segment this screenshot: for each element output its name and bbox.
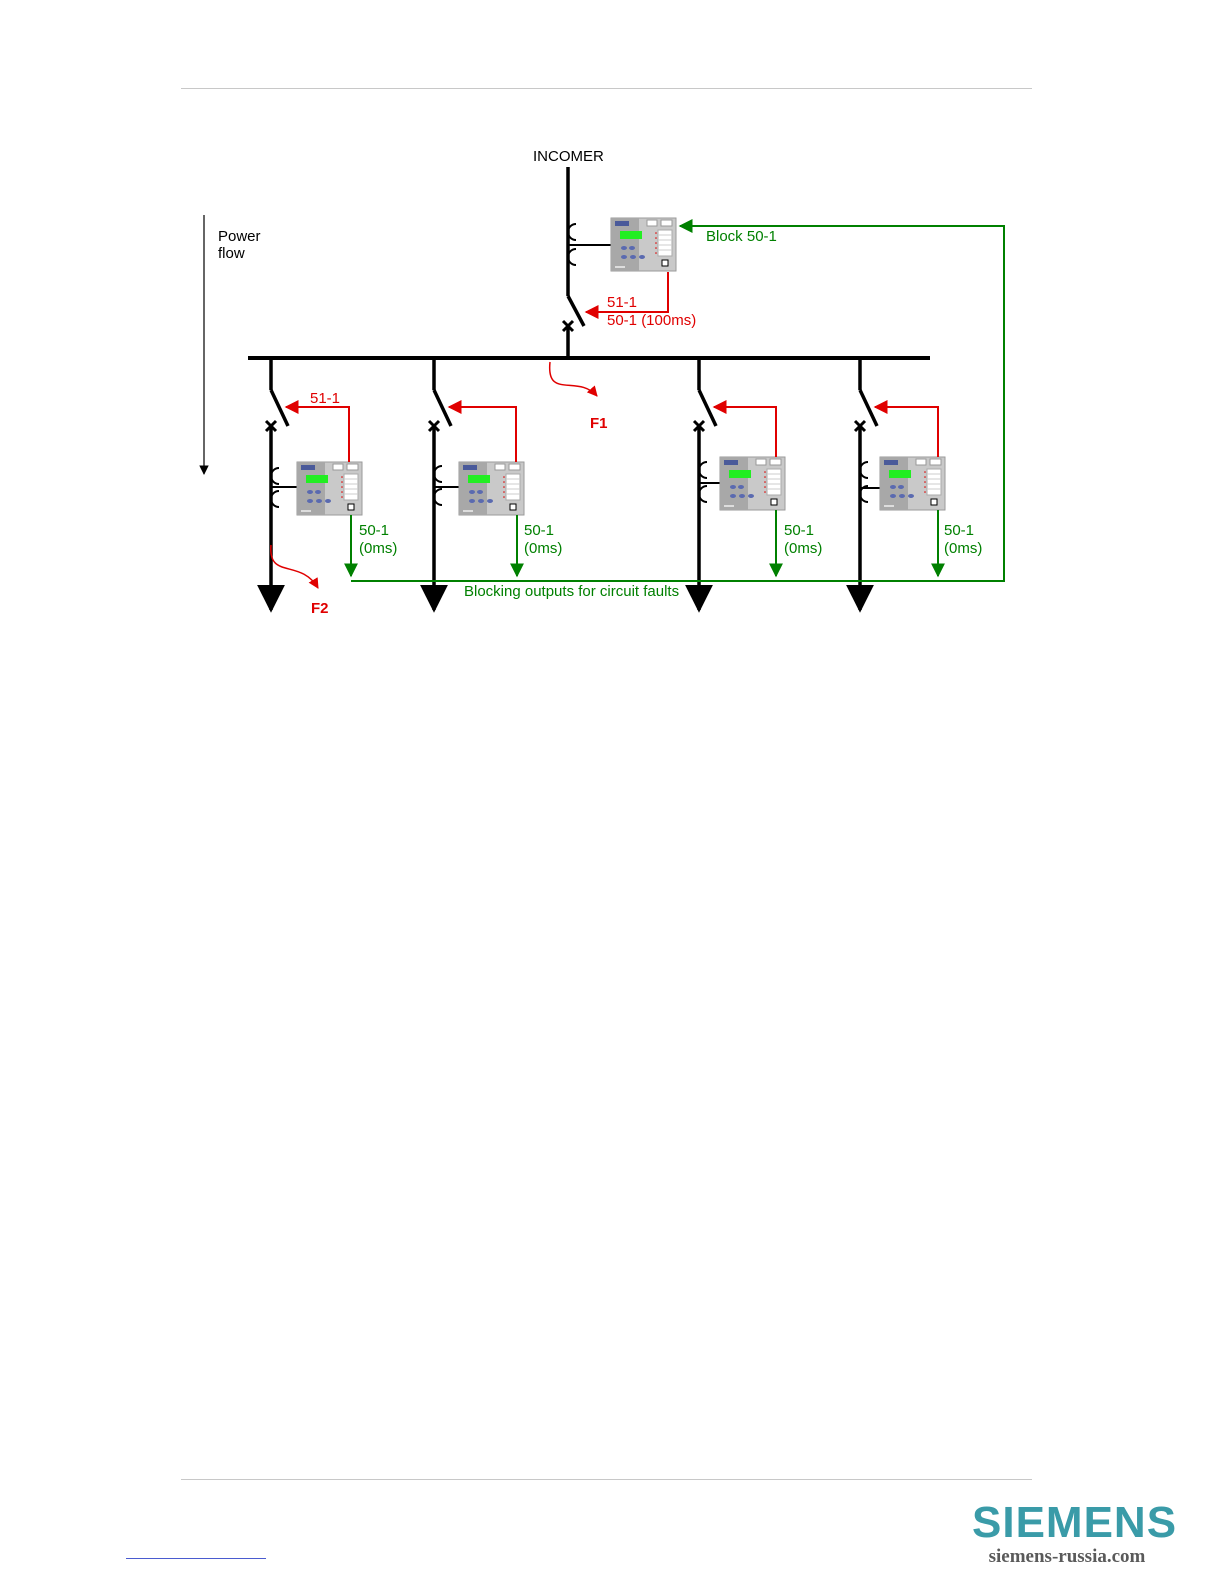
feeder-1-block-label-2: (0ms) [359, 540, 397, 557]
fault-f1-label: F1 [590, 415, 608, 432]
incomer-trip-label-1: 51-1 [607, 294, 637, 311]
feeder-4-block-label-2: (0ms) [944, 540, 982, 557]
feeder-3-block-label-1: 50-1 [784, 522, 814, 539]
feeder-1-block-label-1: 50-1 [359, 522, 389, 539]
siemens-logo: SIEMENS siemens-russia.com [972, 1500, 1162, 1568]
incomer-trip-label-2: 50-1 (100ms) [607, 312, 696, 329]
power-flow-label: Power [218, 228, 261, 245]
logo-website: siemens-russia.com [972, 1546, 1162, 1568]
feeder-3 [694, 358, 785, 610]
feeder-2 [429, 358, 524, 610]
feeder-4-block-label-1: 50-1 [944, 522, 974, 539]
incomer-label: INCOMER [533, 148, 604, 165]
feeder-4 [855, 358, 945, 610]
feeder-3-block-label-2: (0ms) [784, 540, 822, 557]
logo-wordmark: SIEMENS [972, 1500, 1162, 1546]
blocking-bus-label: Blocking outputs for circuit faults [464, 583, 679, 600]
fault-f2-arrow [271, 545, 318, 588]
footer-link-underline[interactable] [126, 1558, 266, 1559]
incomer-relay-icon [611, 218, 676, 271]
power-flow-label-2: flow [218, 245, 245, 262]
footer-rule [181, 1479, 1032, 1480]
block-label: Block 50-1 [706, 228, 777, 245]
feeder-1-trip-label: 51-1 [310, 390, 340, 407]
incomer-ct-icon [568, 224, 611, 265]
fault-f1-arrow [550, 362, 597, 396]
feeder-2-block-label-2: (0ms) [524, 540, 562, 557]
blocked-overcurrent-scheme-diagram: Power flow INCOMER 51-1 50-1 (100ms) Blo… [0, 0, 1224, 660]
blocking-bus [351, 226, 1004, 581]
feeder-2-block-label-1: 50-1 [524, 522, 554, 539]
fault-f2-label: F2 [311, 600, 329, 617]
